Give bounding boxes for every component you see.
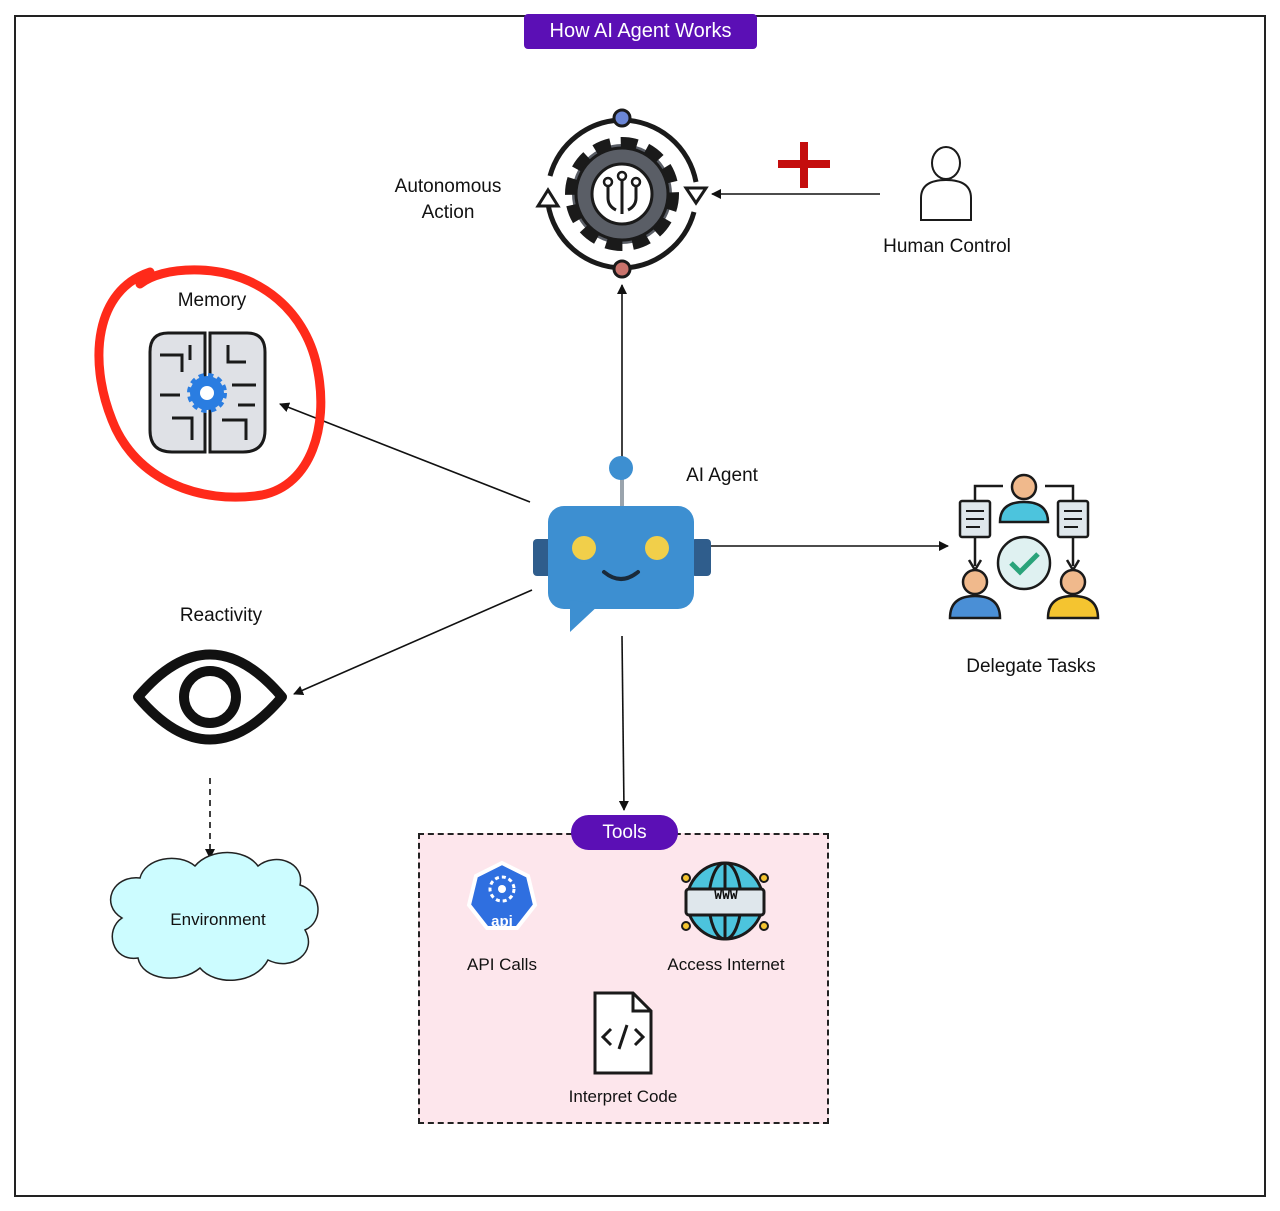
memory-label: Memory: [177, 290, 247, 311]
eye-icon: [133, 649, 287, 745]
reactivity-label: Reactivity: [179, 605, 263, 626]
cloud-shape: [110, 851, 319, 981]
api-calls-label: API Calls: [467, 955, 537, 974]
tools-panel: [418, 833, 829, 1124]
brain-gear-icon: [148, 331, 267, 454]
api-icon-text: api: [491, 913, 513, 930]
globe-www-icon: [681, 861, 769, 941]
plus-icon: [778, 142, 830, 188]
robot-chat-icon: [533, 456, 711, 632]
tools-icons: [466, 860, 769, 1075]
memory-highlight-circle: [94, 265, 326, 502]
tools-badge: Tools: [571, 815, 678, 850]
autonomous-action-label: Autonomous Action: [394, 176, 502, 223]
delegate-tasks-label: Delegate Tasks: [966, 656, 1096, 677]
arrow-agent-to-reactivity: [293, 589, 533, 695]
access-internet-label: Access Internet: [667, 955, 785, 974]
arrow-agent-to-tools: [618, 635, 629, 811]
human-control-label: Human Control: [883, 236, 1011, 257]
www-text: WWW: [714, 888, 738, 903]
diagram-title: How AI Agent Works: [524, 14, 757, 49]
code-file-icon: [593, 991, 653, 1075]
gear-cycle-icon: [535, 108, 709, 279]
team-delegate-icon: [948, 473, 1100, 620]
ai-agent-label: AI Agent: [686, 465, 758, 486]
person-icon: [920, 146, 972, 221]
interpret-code-label: Interpret Code: [568, 1087, 678, 1106]
api-icon: [466, 860, 538, 930]
environment-label: Environment: [170, 910, 266, 929]
